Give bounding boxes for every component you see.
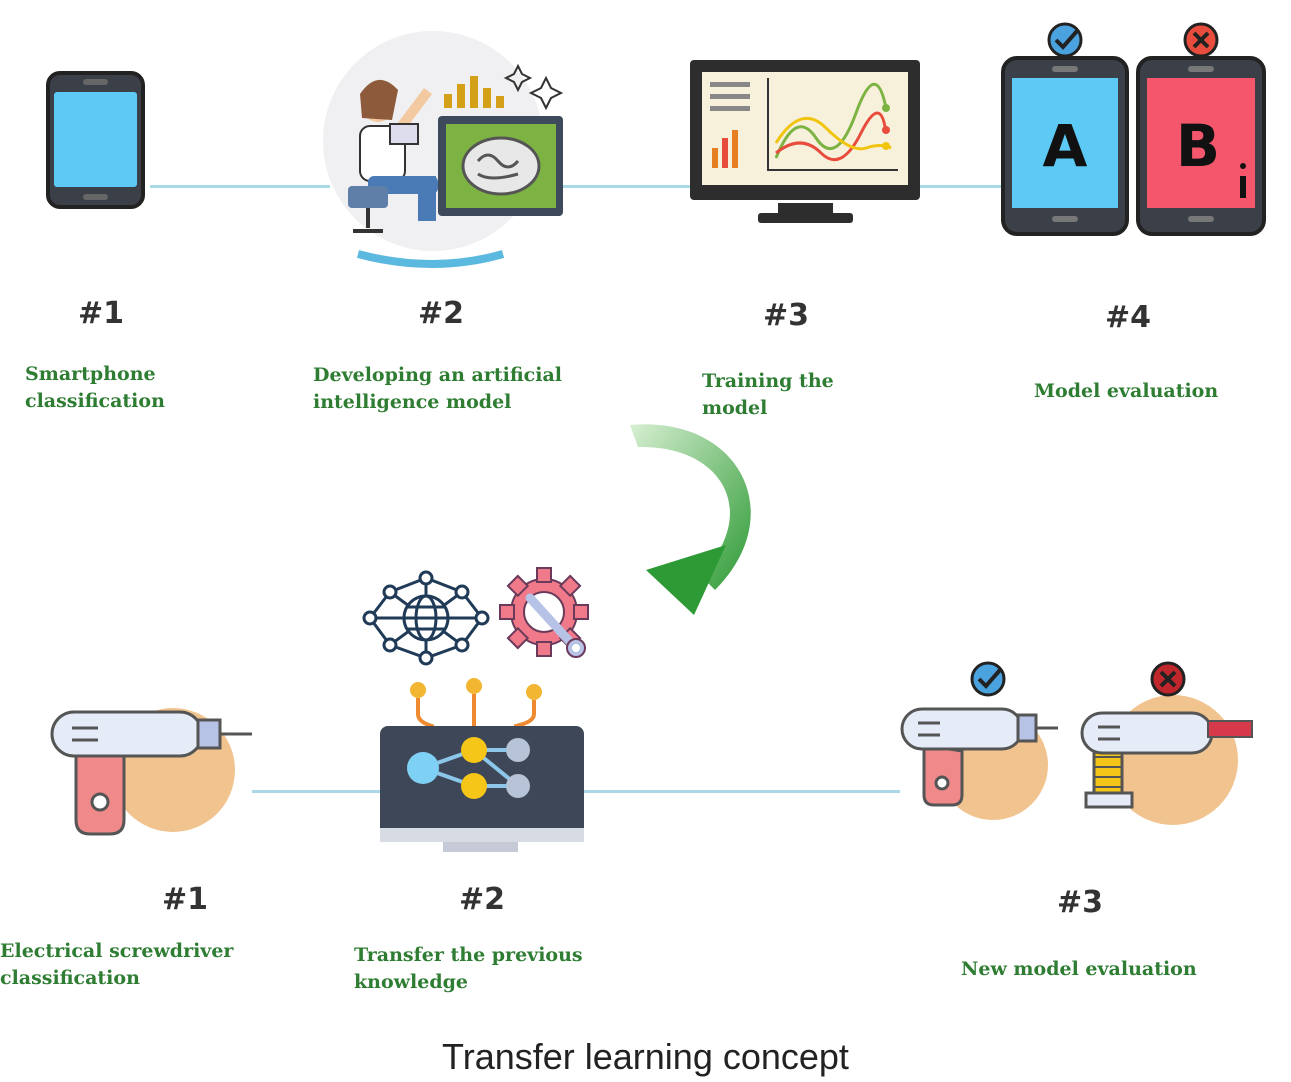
- top-step-2-label: Developing an artificial intelligence mo…: [313, 364, 562, 413]
- connector-line: [252, 790, 387, 793]
- cross-icon: [1183, 22, 1219, 58]
- smartphone-icon: [46, 71, 145, 209]
- bottom-step-3-label: New model evaluation: [961, 958, 1197, 980]
- top-step-1-label: Smartphone classification: [25, 363, 165, 412]
- curved-arrow-icon: [630, 424, 751, 615]
- neural-globe-icon: [362, 570, 490, 666]
- bottom-step-1-number: #1: [162, 882, 209, 917]
- gear-wrench-icon: [499, 567, 589, 658]
- figure-caption: Transfer learning concept: [442, 1036, 849, 1077]
- screwdriver-pair-icon: [900, 661, 1253, 825]
- connector-line: [560, 185, 695, 188]
- top-step-4-number: #4: [1105, 300, 1152, 335]
- transfer-monitor-icon: [380, 678, 584, 852]
- top-step-3-label: Training the model: [702, 370, 834, 419]
- bottom-step-1-label: Electrical screwdriver classification: [0, 940, 234, 989]
- connector-line: [150, 185, 330, 188]
- top-step-3-number: #3: [763, 298, 810, 333]
- top-step-4-label: Model evaluation: [1034, 380, 1219, 402]
- screwdriver-icon: [50, 708, 252, 836]
- top-step-2-number: #2: [418, 296, 465, 331]
- ai-developer-icon: [323, 31, 564, 268]
- connector-line: [918, 185, 1008, 188]
- check-icon: [1047, 22, 1083, 58]
- phone-a-letter: A: [1043, 112, 1088, 180]
- connector-line: [580, 790, 900, 793]
- ab-phones-icon: A B: [1001, 22, 1266, 236]
- bottom-step-2-label: Transfer the previous knowledge: [354, 944, 583, 993]
- top-step-1-number: #1: [78, 296, 125, 331]
- bottom-step-3-number: #3: [1057, 885, 1104, 920]
- phone-b-letter: B: [1176, 112, 1220, 180]
- bottom-step-2-number: #2: [459, 882, 506, 917]
- cross-icon: [1150, 661, 1186, 697]
- training-monitor-icon: [690, 60, 920, 223]
- check-icon: [970, 661, 1006, 697]
